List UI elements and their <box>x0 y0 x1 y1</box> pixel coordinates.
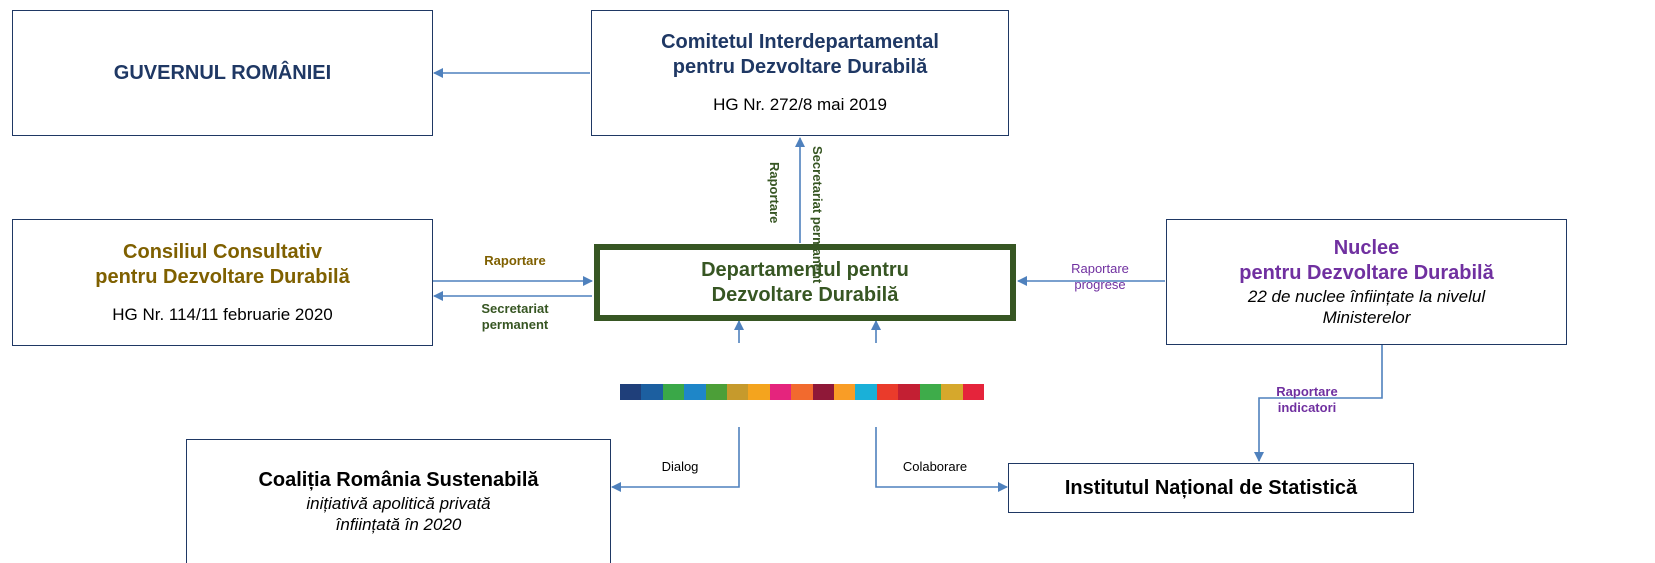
label-raportare-vertical-text: Raportare <box>767 162 782 224</box>
sdg-segment <box>791 384 813 400</box>
comitet-subtitle: HG Nr. 272/8 mai 2019 <box>713 95 887 115</box>
arrow-to-ins <box>875 427 1008 492</box>
label-secretariat-vertical-line2: permanent <box>810 216 825 284</box>
box-nuclee: Nuclee pentru Dezvoltare Durabilă 22 de … <box>1166 219 1567 345</box>
nuclee-subtitle-line2: Ministerelor <box>1322 308 1411 327</box>
label-dialog: Dialog <box>640 458 720 477</box>
box-guvernul-romaniei: GUVERNUL ROMÂNIEI <box>12 10 433 136</box>
label-secretariat-vertical: Secretariat permanent <box>808 146 826 283</box>
box-consiliul-consultativ: Consiliul Consultativ pentru Dezvoltare … <box>12 219 433 346</box>
sdg-segment <box>748 384 770 400</box>
nuclee-subtitle-line1: 22 de nuclee înființate la nivelul <box>1247 286 1486 306</box>
departament-title-line2: Dezvoltare Durabilă <box>711 283 899 306</box>
label-raportare-vertical: Raportare <box>767 146 782 240</box>
label-dialog-text: Dialog <box>661 459 699 474</box>
sdg-color-strip <box>620 384 984 400</box>
sdg-segment <box>727 384 749 400</box>
sdg-segment <box>641 384 663 400</box>
label-raportare-indicatori-line1: Raportare <box>1276 384 1338 399</box>
label-raportare-left-text: Raportare <box>484 253 546 268</box>
sdg-segment <box>962 384 984 400</box>
consiliu-subtitle: HG Nr. 114/11 februarie 2020 <box>112 304 333 324</box>
ins-title: Institutul Național de Statistică <box>1064 476 1358 499</box>
label-secretariat-left-line1: Secretariat <box>481 301 549 316</box>
sdg-segment <box>855 384 877 400</box>
sdg-segment <box>662 384 685 400</box>
label-colaborare: Colaborare <box>880 458 990 477</box>
consiliu-title-line2: pentru Dezvoltare Durabilă <box>95 265 350 288</box>
label-raportare-progrese: Raportare progrese <box>1040 261 1160 294</box>
sdg-segment <box>705 384 728 400</box>
consiliu-title-line1: Consiliul Consultativ <box>123 240 322 263</box>
departament-title-line1: Departamentul pentru <box>701 258 909 281</box>
sdg-segment <box>684 384 706 400</box>
nuclee-title-line1: Nuclee <box>1333 236 1400 259</box>
comitet-title-line1: Comitetul Interdepartamental <box>661 31 939 54</box>
coalitia-subtitle-line2: înființată în 2020 <box>335 515 462 534</box>
box-departamentul: Departamentul pentru Dezvoltare Durabilă <box>594 244 1016 321</box>
label-raportare-left: Raportare <box>440 252 590 271</box>
box-coalitia-romania-sustenabila: Coaliția România Sustenabilă inițiativă … <box>186 439 611 563</box>
sdg-segment <box>919 384 942 400</box>
label-raportare-progrese-line1: Raportare <box>1071 261 1129 276</box>
guvern-title: GUVERNUL ROMÂNIEI <box>113 61 332 84</box>
sdg-segment <box>769 384 792 400</box>
coalitia-title: Coaliția România Sustenabilă <box>258 468 539 491</box>
sdg-segment <box>812 384 835 400</box>
comitet-title-line2: pentru Dezvoltare Durabilă <box>672 56 928 79</box>
sdg-segment <box>941 384 963 400</box>
coalitia-subtitle-line1: inițiativă apolitică privată <box>306 493 491 513</box>
nuclee-title-line2: pentru Dezvoltare Durabilă <box>1239 261 1494 284</box>
sdg-segment <box>620 384 642 400</box>
sdg-segment <box>876 384 899 400</box>
label-secretariat-vertical-line1: Secretariat <box>810 146 825 214</box>
box-comitet-interdepartamental: Comitetul Interdepartamental pentru Dezv… <box>591 10 1009 136</box>
arrow-to-coalitia <box>611 427 740 492</box>
sdg-segment <box>898 384 920 400</box>
label-raportare-progrese-line2: progrese <box>1074 277 1126 293</box>
box-institutul-national-de-statistica: Institutul Național de Statistică <box>1008 463 1414 513</box>
sdg-segment <box>834 384 856 400</box>
label-colaborare-text: Colaborare <box>902 459 968 474</box>
label-secretariat-left: Secretariat permanent <box>440 301 590 334</box>
label-raportare-indicatori: Raportare indicatori <box>1262 384 1352 417</box>
label-raportare-indicatori-line2: indicatori <box>1277 400 1337 416</box>
label-secretariat-left-line2: permanent <box>481 317 549 333</box>
arrow-nuclee-to-ins <box>1254 345 1383 462</box>
